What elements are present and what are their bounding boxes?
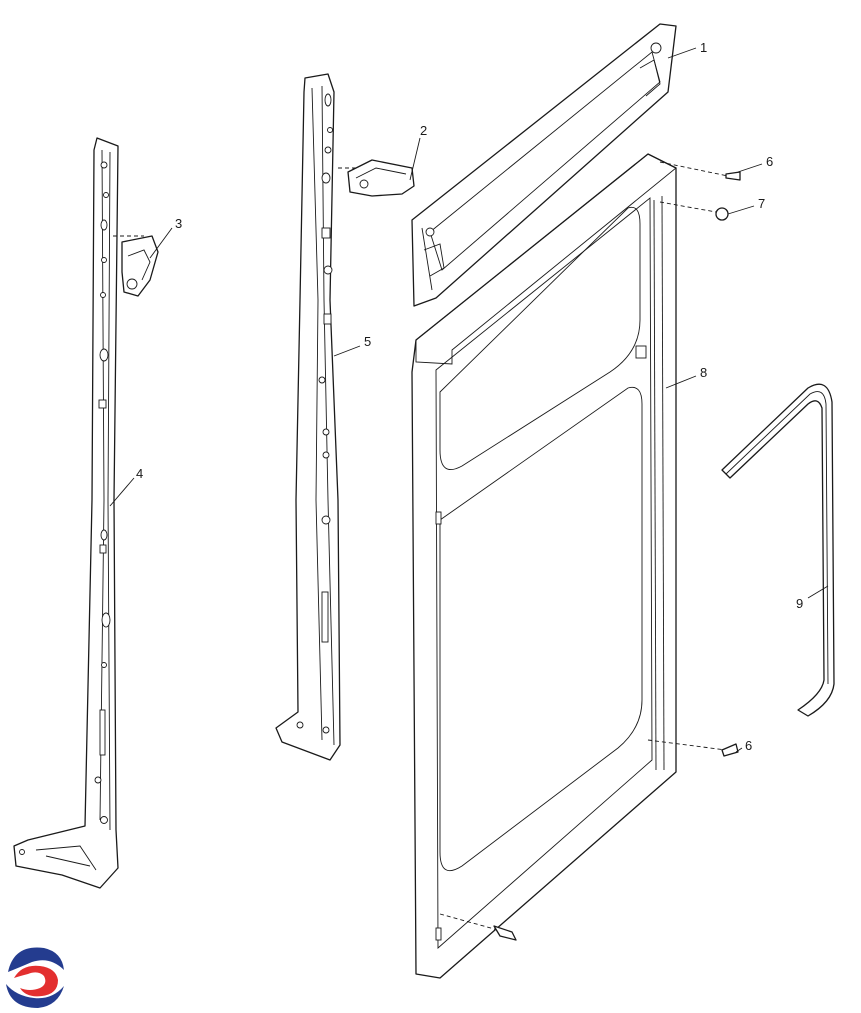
leader-lines (109, 47, 829, 753)
part-1-top-rail[interactable] (411, 23, 677, 307)
callout-9: 9 (796, 596, 803, 611)
callout-5: 5 (364, 334, 371, 349)
callout-1: 1 (700, 40, 707, 55)
callout-7: 7 (758, 196, 765, 211)
callout-3: 3 (175, 216, 182, 231)
callout-2: 2 (420, 123, 427, 138)
callout-6-top: 6 (766, 154, 773, 169)
callout-4: 4 (136, 466, 143, 481)
screw-bottom-frame[interactable] (439, 913, 517, 941)
part-8-door-frame[interactable] (411, 153, 677, 979)
part-3-bracket[interactable] (113, 235, 159, 297)
part-9-seal[interactable] (721, 383, 835, 717)
callout-8: 8 (700, 365, 707, 380)
part-6-screw-bottom[interactable] (647, 739, 739, 757)
part-6-screw-top[interactable] (659, 161, 741, 181)
callout-labels: 1 2 3 4 5 6 7 6 8 9 (136, 40, 803, 753)
callout-6-bottom: 6 (745, 738, 752, 753)
part-7-cap[interactable] (659, 201, 729, 221)
part-2-bracket[interactable] (338, 159, 415, 197)
part-5-side-rail[interactable] (275, 73, 341, 761)
brand-swirl-logo-icon (4, 947, 64, 1010)
part-4-side-rail[interactable] (13, 137, 119, 889)
